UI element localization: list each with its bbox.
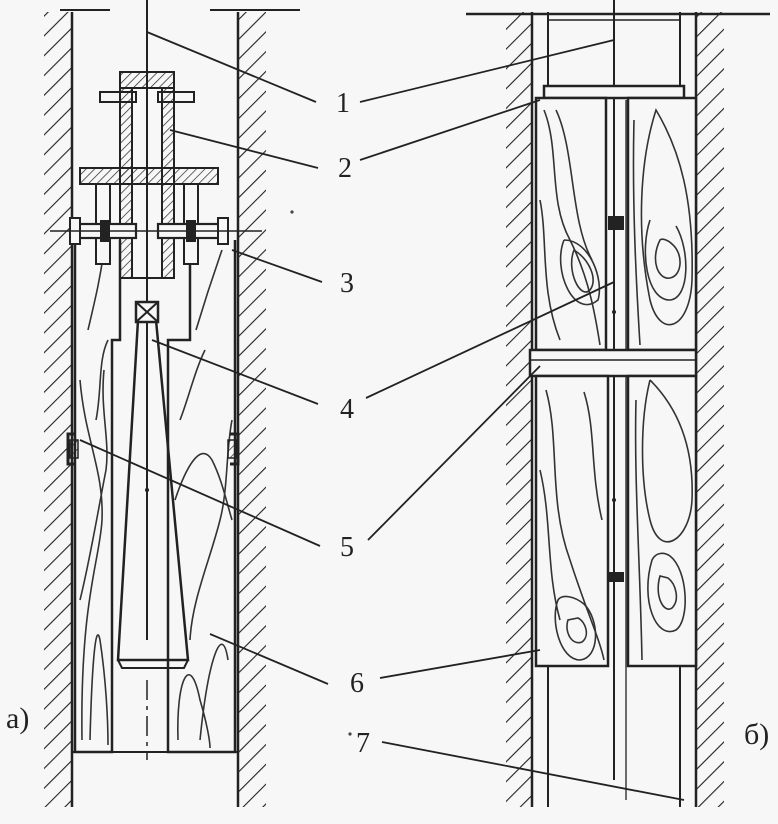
part-number-6: 6 <box>350 668 364 699</box>
panel-a-label: а) <box>6 702 29 735</box>
panel-b-lower-blocks <box>534 374 698 668</box>
part-labels: 1 2 3 4 5 6 7 а) б) <box>6 88 769 759</box>
panel-b-middle-plate <box>528 348 698 378</box>
panel-b-walls <box>466 12 770 807</box>
part-number-7: 7 <box>356 728 370 759</box>
panel-b-label: б) <box>744 718 769 751</box>
panel-b <box>466 0 770 807</box>
panel-b-top-plate <box>542 84 686 100</box>
part-number-1: 1 <box>336 88 350 119</box>
panel-b-upper-blocks <box>534 96 698 352</box>
panel-b-connector-lower <box>608 572 624 582</box>
panel-a-wedge <box>66 300 240 669</box>
part-number-5: 5 <box>340 532 354 563</box>
panel-a-head-assembly <box>50 71 262 279</box>
leader-lines <box>79 31 685 801</box>
panel-b-connector-upper <box>608 216 624 230</box>
part-number-4: 4 <box>340 394 354 425</box>
part-number-3: 3 <box>340 268 354 299</box>
part-number-2: 2 <box>338 153 352 184</box>
panel-a <box>44 0 300 807</box>
panel-a-walls <box>44 9 300 807</box>
